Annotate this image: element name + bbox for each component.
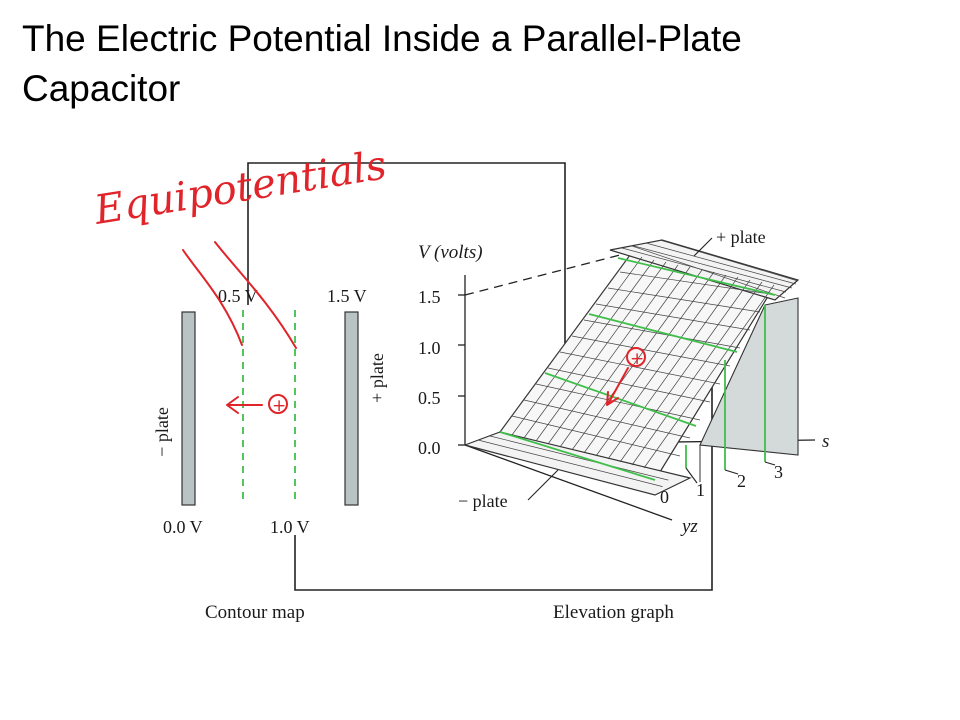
bottom-minus-plate-pointer bbox=[527, 469, 559, 501]
x-tick-label-2: 2 bbox=[737, 471, 746, 491]
label-1-0-v: 1.0 V bbox=[270, 517, 310, 537]
v-axis-label: V (volts) bbox=[418, 242, 483, 263]
y-tick-label-1-0: 1.0 bbox=[418, 338, 441, 358]
equipotentials-annotation: Equipotentials bbox=[90, 142, 389, 234]
top-plus-plate-label: + plate bbox=[716, 227, 766, 247]
test-charge-circle-surface bbox=[626, 347, 646, 367]
y-tick-label-1-5: 1.5 bbox=[418, 287, 441, 307]
y-tick-label-0-0: 0.0 bbox=[418, 438, 441, 458]
slide-title-line-2: Capacitor bbox=[22, 68, 181, 109]
bottom-minus-plate-label: − plate bbox=[458, 491, 508, 511]
minus-plate bbox=[181, 311, 196, 506]
yz-axis bbox=[464, 444, 673, 521]
x-tick-label-0: 0 bbox=[660, 487, 669, 507]
surface-top-grid bbox=[621, 239, 799, 299]
slide-title-line-1: The Electric Potential Inside a Parallel… bbox=[22, 18, 742, 59]
surface-equipotentials bbox=[499, 257, 776, 481]
plus-plate bbox=[344, 311, 359, 506]
force-arrow-surface bbox=[606, 367, 629, 406]
equipotentials-pointer-right bbox=[214, 241, 297, 349]
surface-grid bbox=[477, 254, 775, 489]
contour-map-caption: Contour map bbox=[205, 602, 305, 623]
plus-plate-label: + plate bbox=[367, 353, 387, 403]
connector-top bbox=[247, 162, 566, 378]
elevation-graph-caption: Elevation graph bbox=[553, 602, 674, 623]
x-tick-label-1: 1 bbox=[696, 480, 705, 500]
label-1-5-v: 1.5 V bbox=[327, 286, 367, 306]
connector-bottom bbox=[294, 368, 713, 591]
contour-map: 0.5 V 1.5 V 0.0 V 1.0 V − plate + plate … bbox=[152, 286, 387, 623]
equipotentials-pointer-left bbox=[182, 249, 243, 346]
height-projection-dashed bbox=[464, 254, 621, 296]
test-charge-symbol-surface: + bbox=[630, 349, 644, 369]
test-charge-symbol-contour: + bbox=[272, 396, 286, 416]
force-arrow-contour bbox=[226, 396, 263, 414]
top-plus-plate-pointer bbox=[693, 237, 713, 257]
label-0-5-v: 0.5 V bbox=[218, 286, 258, 306]
slide-title: The Electric Potential Inside a Parallel… bbox=[22, 14, 922, 114]
s-axis-label: s bbox=[822, 431, 829, 452]
yz-axis-label: yz bbox=[680, 516, 698, 537]
test-charge-circle-contour bbox=[268, 394, 288, 414]
minus-plate-label: − plate bbox=[152, 407, 172, 457]
y-tick-label-0-5: 0.5 bbox=[418, 388, 441, 408]
label-0-0-v: 0.0 V bbox=[163, 517, 203, 537]
x-tick-label-3: 3 bbox=[774, 462, 783, 482]
elevation-graph: V (volts) 1.5 1.0 0.5 0.0 0 1 2 3 s yz +… bbox=[418, 227, 829, 623]
